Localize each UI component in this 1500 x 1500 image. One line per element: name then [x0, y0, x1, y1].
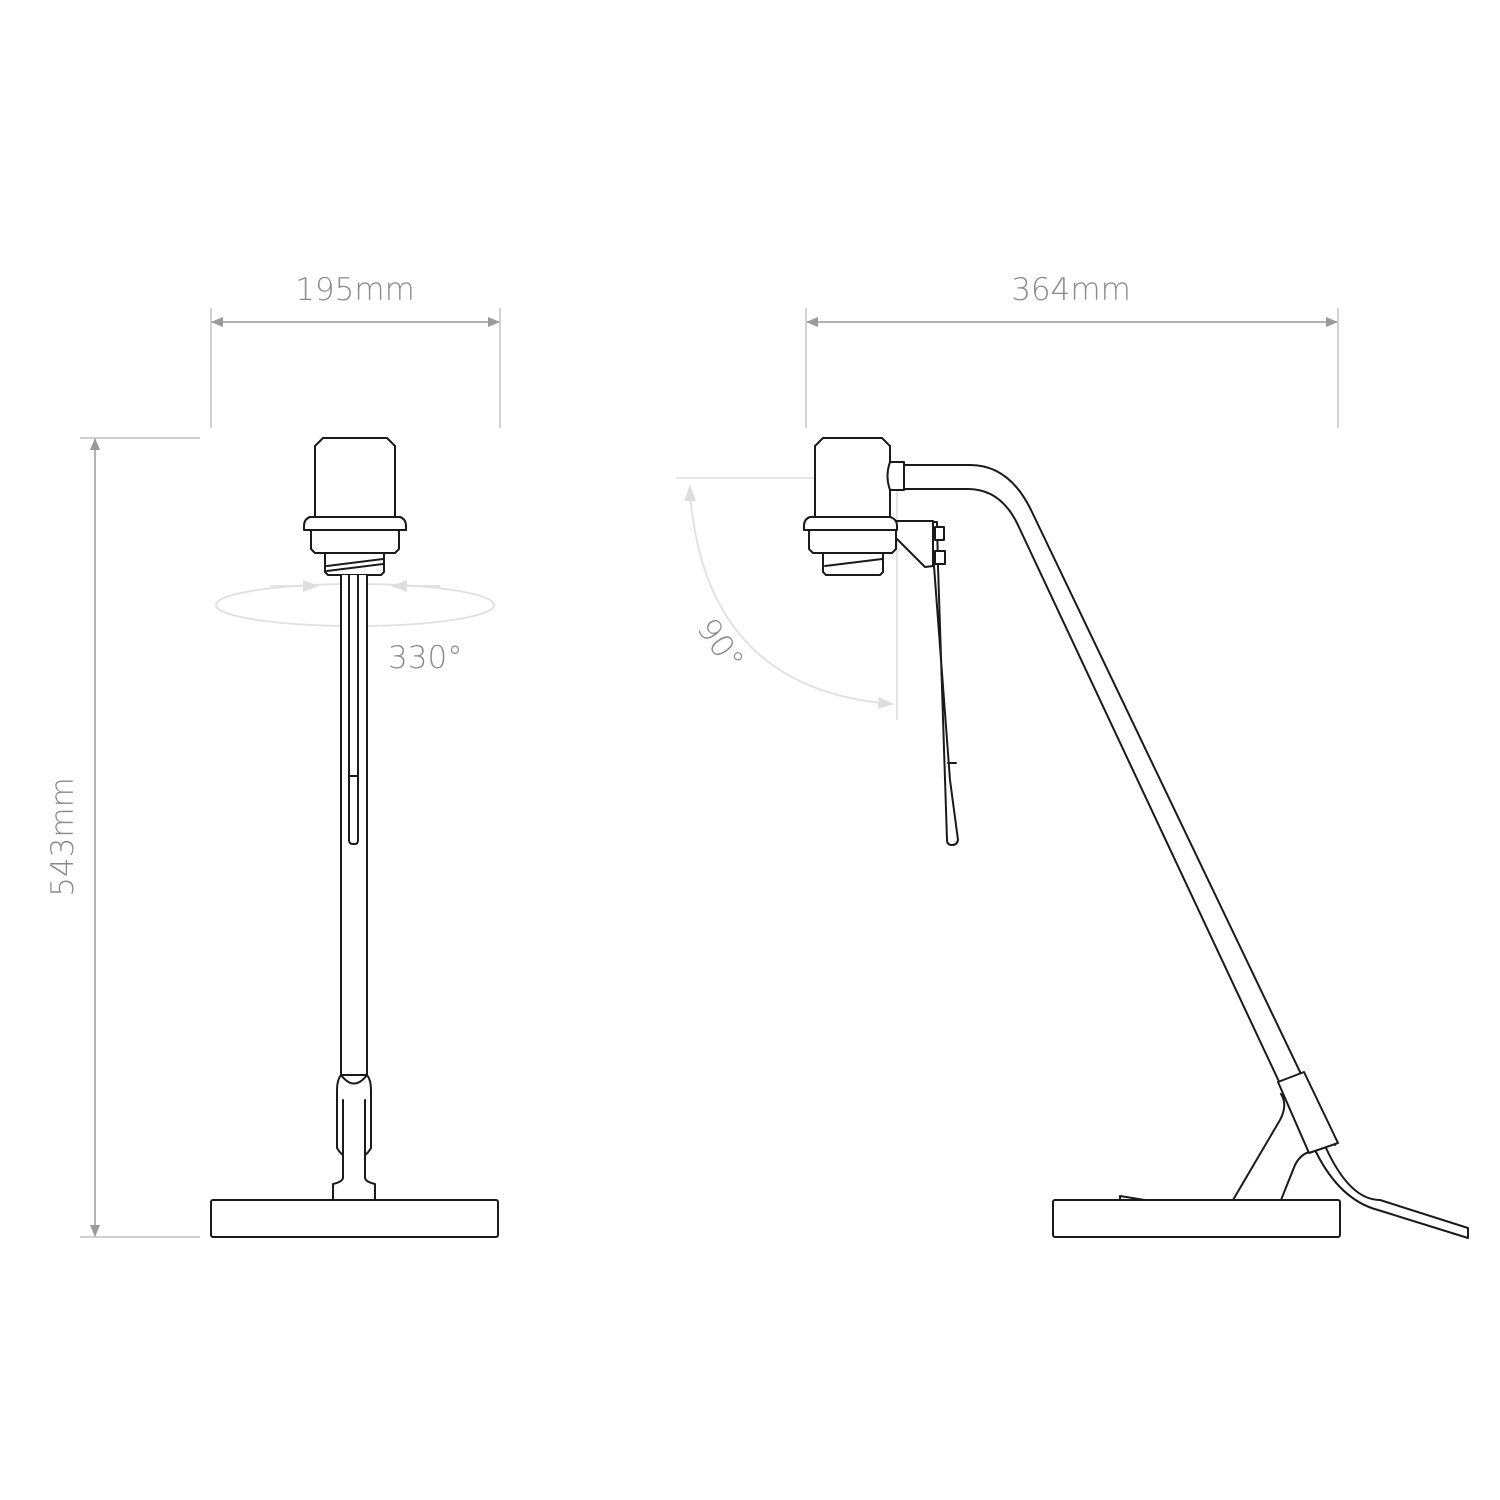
arm-sleeve — [1277, 1071, 1339, 1154]
front-width-dimension: 195mm — [210, 272, 501, 428]
lamp-arm — [903, 464, 1336, 1146]
lamp-base-side — [1052, 1199, 1341, 1238]
side-width-label: 364mm — [1011, 272, 1131, 308]
side-width-dimension: 364mm — [805, 272, 1339, 428]
side-view-lamp: 90° — [676, 437, 1469, 1239]
front-width-label: 195mm — [295, 272, 415, 308]
lamp-head — [314, 437, 396, 518]
front-view-lamp: 330° — [210, 437, 499, 1238]
lamp-rod — [929, 521, 959, 846]
height-label: 543mm — [45, 777, 81, 897]
tilt-arc — [689, 491, 894, 709]
arm-knob — [886, 461, 905, 491]
height-dimension: 543mm — [45, 437, 200, 1238]
lamp-stem — [340, 574, 368, 1076]
tilt-label: 90° — [689, 612, 750, 678]
rotation-label: 330° — [388, 640, 463, 676]
lamp-head-side — [814, 437, 891, 518]
lamp-base — [210, 1199, 499, 1238]
